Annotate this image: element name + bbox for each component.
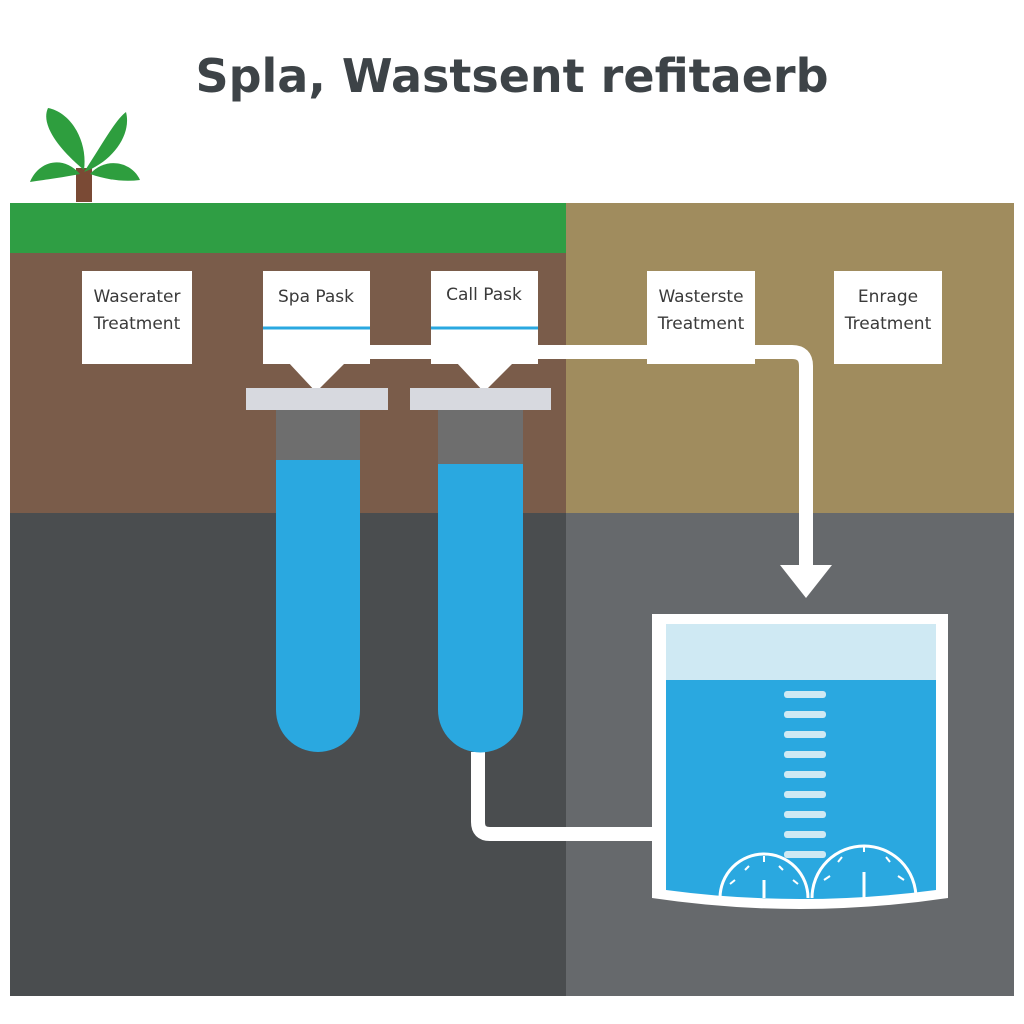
- label-box-wasterste-treatment: Wasterste Treatment: [647, 271, 755, 364]
- funnel-arrow-spa: [288, 362, 346, 392]
- label-box-enrage-treatment: Enrage Treatment: [834, 271, 942, 364]
- label-box-waserater-treatment: Waserater Treatment: [82, 271, 192, 364]
- label-line: Treatment: [844, 314, 932, 334]
- label-line: Wasterste: [658, 287, 743, 307]
- plant-icon: [30, 108, 140, 202]
- grass-strip: [10, 203, 566, 253]
- treatment-tank: [652, 614, 948, 909]
- label-box-spa-pask: Spa Pask: [263, 271, 370, 364]
- label-line: Treatment: [93, 314, 181, 334]
- return-pipe: [471, 752, 660, 841]
- tank-level-bars: [784, 691, 826, 858]
- tube-spa: [276, 410, 360, 752]
- label-line: Spa Pask: [278, 287, 354, 307]
- tube-cap-call: [410, 388, 551, 410]
- tube-call: [438, 410, 523, 753]
- label-line: Call Pask: [446, 285, 522, 305]
- label-line: Treatment: [657, 314, 745, 334]
- label-line: Waserater: [94, 287, 181, 307]
- label-box-call-pask: Call Pask: [431, 271, 538, 364]
- label-line: Enrage: [858, 287, 918, 307]
- transfer-pipe: [370, 345, 813, 565]
- funnel-arrow-call: [456, 362, 514, 392]
- gauge-icon: [718, 844, 918, 899]
- tube-cap-spa: [246, 388, 388, 410]
- diagram-title: Spla, Wastsent refitaerb: [195, 49, 828, 103]
- down-arrow-icon: [780, 565, 832, 598]
